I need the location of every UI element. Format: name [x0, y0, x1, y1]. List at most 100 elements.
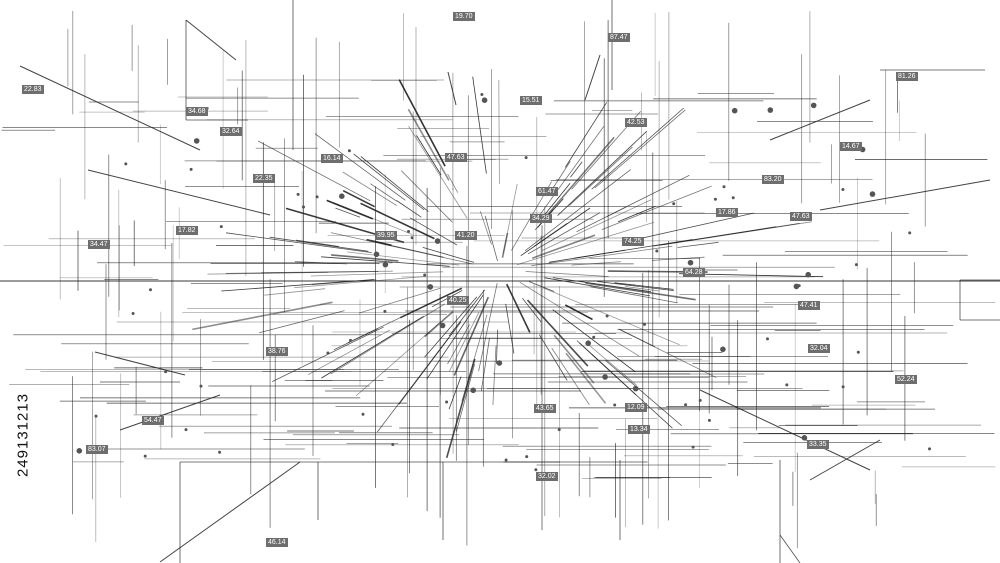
- network-line: [307, 329, 390, 375]
- network-node: [605, 314, 609, 318]
- network-node: [767, 107, 774, 113]
- network-line: [294, 276, 426, 289]
- network-node: [131, 312, 135, 315]
- network-node: [557, 428, 561, 432]
- network-line: [624, 286, 660, 292]
- network-node: [94, 414, 98, 418]
- network-line: [422, 247, 475, 263]
- network-line: [445, 358, 476, 459]
- network-node: [439, 322, 446, 329]
- network-node: [496, 360, 503, 366]
- number-label: 64.28: [683, 268, 705, 277]
- network-node: [592, 335, 596, 339]
- number-label: 33.35: [807, 440, 829, 449]
- number-label: 13.34: [628, 425, 650, 434]
- network-node: [707, 418, 711, 422]
- network-line: [618, 328, 717, 379]
- network-line: [526, 299, 589, 367]
- network-line: [424, 296, 478, 358]
- network-line: [333, 328, 379, 351]
- network-line: [448, 289, 486, 337]
- network-line: [310, 271, 444, 277]
- network-node: [480, 93, 484, 96]
- network-line: [408, 125, 468, 219]
- network-node: [854, 263, 858, 267]
- network-node: [713, 197, 717, 201]
- number-label: 34.68: [186, 107, 208, 116]
- number-label: 14.67: [840, 142, 862, 151]
- network-line: [314, 133, 406, 201]
- stock-image-id-text: 249131213: [14, 392, 32, 478]
- number-label: 12.09: [625, 403, 647, 412]
- number-label: 32.04: [808, 344, 830, 353]
- network-node: [423, 273, 427, 277]
- number-label: 34.29: [530, 214, 552, 223]
- network-node: [219, 225, 223, 229]
- network-line: [542, 287, 680, 346]
- number-label: 47.41: [798, 301, 820, 310]
- number-label: 47.63: [445, 153, 467, 162]
- network-line: [360, 202, 435, 240]
- network-line: [544, 277, 651, 297]
- network-node: [199, 384, 203, 388]
- number-label: 38.76: [266, 347, 288, 356]
- network-line: [591, 353, 673, 429]
- network-node: [349, 338, 352, 342]
- number-label: 61.47: [536, 187, 558, 196]
- network-node: [445, 400, 449, 404]
- network-line: [551, 347, 590, 406]
- network-line: [516, 221, 655, 266]
- number-label: 32.64: [220, 127, 242, 136]
- network-node: [856, 350, 860, 354]
- number-label: 74.25: [622, 237, 644, 246]
- network-line: [590, 286, 678, 304]
- number-label: 83.07: [86, 445, 108, 454]
- number-label: 83.20: [762, 175, 784, 184]
- network-line: [769, 99, 871, 141]
- network-line: [540, 125, 605, 215]
- network-node: [124, 162, 128, 166]
- number-label: 47.63: [790, 212, 812, 221]
- network-line: [19, 65, 201, 151]
- network-node: [383, 309, 387, 313]
- network-node: [585, 340, 591, 347]
- network-line: [584, 54, 601, 101]
- network-line: [617, 205, 656, 223]
- network-line: [342, 171, 398, 206]
- network-line: [478, 283, 498, 372]
- network-line: [528, 212, 601, 255]
- network-line: [564, 102, 608, 168]
- network-line: [87, 169, 271, 216]
- network-node: [410, 236, 414, 240]
- network-line: [447, 71, 457, 106]
- network-line: [594, 109, 686, 189]
- network-line: [396, 200, 422, 218]
- network-node: [164, 370, 168, 374]
- network-node: [684, 403, 688, 407]
- network-node: [655, 249, 659, 253]
- network-line: [342, 189, 376, 208]
- network-line: [677, 241, 719, 248]
- network-line: [501, 232, 509, 258]
- network-node: [613, 403, 617, 407]
- number-label: 39.95: [375, 231, 397, 240]
- network-line: [449, 312, 480, 372]
- network-line: [528, 281, 555, 292]
- network-line: [779, 534, 801, 563]
- network-line: [456, 363, 475, 432]
- network-line: [321, 256, 450, 267]
- network-line: [591, 107, 684, 190]
- network-line: [552, 277, 651, 293]
- network-node: [722, 185, 726, 189]
- network-line: [533, 222, 568, 247]
- network-node: [672, 202, 676, 206]
- network-line: [605, 360, 683, 427]
- network-line: [226, 232, 372, 253]
- network-line: [472, 76, 487, 174]
- network-node: [315, 195, 319, 199]
- network-node: [534, 468, 538, 472]
- network-line: [496, 329, 499, 364]
- number-label: 43.65: [534, 404, 556, 413]
- network-line: [553, 334, 595, 384]
- number-label: 22.35: [253, 174, 275, 183]
